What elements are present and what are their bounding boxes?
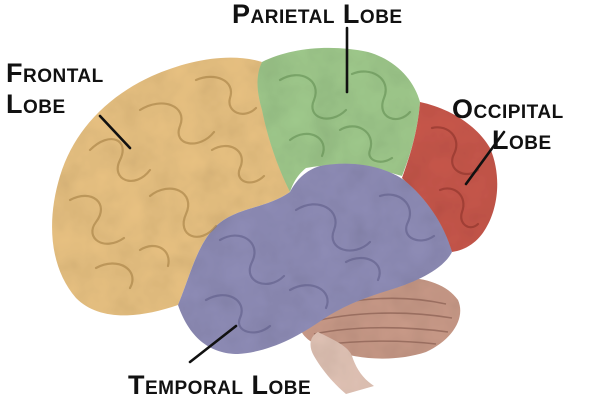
frontal-label-line2: Lobe [6, 89, 66, 119]
parietal-lobe-label: Parietal Lobe [232, 0, 403, 30]
temporal-label-line1: Temporal Lobe [128, 370, 312, 400]
temporal-lobe-label: Temporal Lobe [128, 370, 311, 401]
occipital-leader-line [464, 130, 506, 186]
frontal-leader-line [98, 114, 132, 150]
occipital-label-line2: Lobe [492, 125, 552, 155]
frontal-lobe-label: Frontal Lobe [6, 58, 104, 120]
brainstem-region [310, 332, 374, 394]
frontal-label-line1: Frontal [6, 58, 104, 88]
frontal-lobe-region [52, 57, 291, 316]
parietal-lobe-region [257, 47, 420, 193]
occipital-lobe-label: Occipital Lobe [452, 94, 564, 156]
temporal-leader-line [188, 324, 238, 364]
occipital-lobe-region [402, 102, 498, 252]
occipital-label-line1: Occipital [452, 94, 564, 124]
temporal-lobe-region [178, 163, 452, 354]
parietal-label-line1: Parietal Lobe [232, 0, 403, 29]
brain-gyri-texture [68, 70, 480, 334]
label-leader-lines [98, 26, 506, 364]
